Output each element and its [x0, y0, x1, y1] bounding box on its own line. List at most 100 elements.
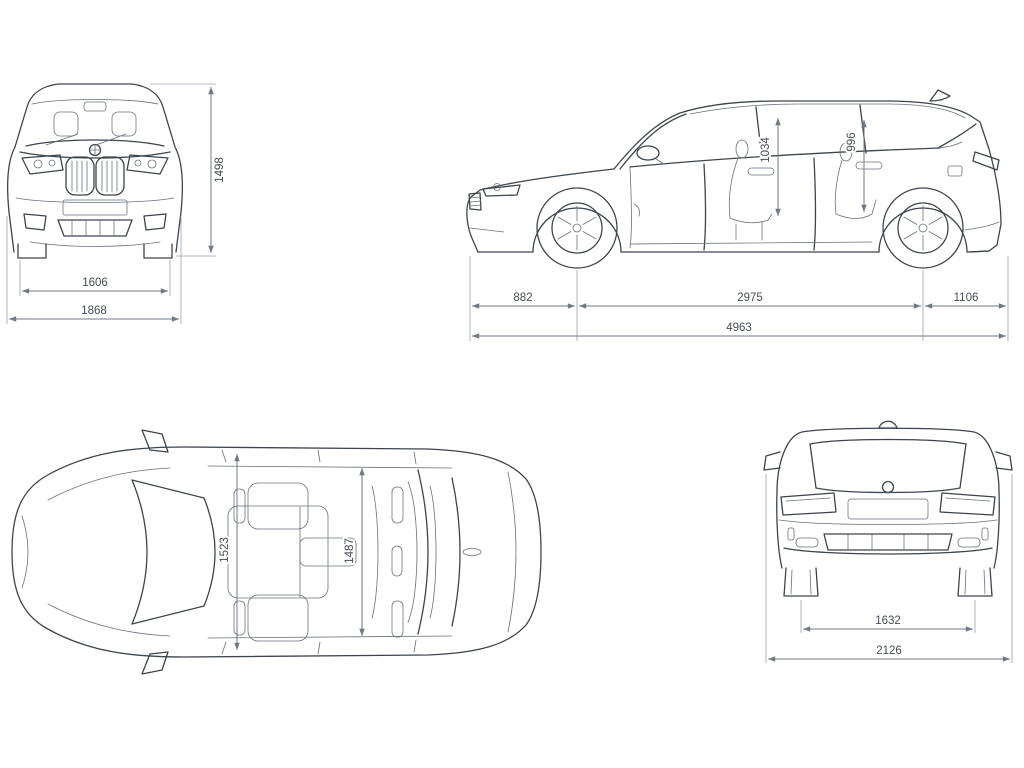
front-side-intake-left	[23, 213, 47, 231]
side-rear-door-height-dimension: 996	[844, 120, 867, 212]
rear-diffuser	[823, 533, 953, 551]
side-hood-roundel	[493, 183, 501, 191]
side-roof-inner-line	[689, 103, 966, 119]
rear-mirror-left	[763, 451, 781, 471]
front-grille-left-kidney	[65, 156, 95, 196]
rear-track-dimension: 1632	[800, 600, 976, 633]
front-license-plate	[62, 199, 128, 216]
side-front-rim	[551, 202, 603, 254]
rear-track-label: 1632	[875, 615, 901, 627]
side-fender-gill	[633, 203, 640, 217]
front-wheel-right	[143, 243, 173, 259]
side-front-door-height-label: 1034	[760, 137, 772, 163]
top-sunroof	[227, 505, 329, 599]
rear-mirror-right	[995, 451, 1013, 471]
rear-wheel-tread-lines	[790, 569, 986, 595]
side-front-door-handle	[747, 167, 775, 176]
side-front-tire	[536, 187, 618, 269]
top-nose-line	[21, 515, 29, 589]
side-car-drawing	[466, 89, 1002, 269]
top-rear-headrest-center	[391, 545, 403, 577]
side-quarter-window-line	[937, 141, 963, 149]
top-antenna-fin	[462, 548, 482, 556]
side-mirror	[636, 145, 660, 161]
top-rear-bench-front	[371, 485, 379, 619]
rear-view: 1632 2126	[763, 420, 1013, 663]
side-rocker-outline	[477, 207, 990, 253]
front-headrest-right	[111, 111, 137, 137]
side-a-pillar	[619, 113, 687, 170]
top-windshield-base	[131, 479, 148, 625]
front-headlight-right	[126, 154, 169, 175]
top-windshield-top	[203, 497, 216, 607]
rear-taillight-left	[780, 492, 837, 516]
side-front-seat	[728, 157, 773, 241]
rear-bmw-roundel	[881, 480, 895, 494]
side-length-dimensions: 882 2975 1106 4963	[469, 256, 1009, 341]
front-headlight-left-ring2	[48, 159, 56, 167]
rear-wheel-right	[957, 567, 993, 597]
top-door-seam-ticks	[221, 449, 417, 655]
front-hood-crease	[19, 151, 171, 159]
front-roof-inner-line	[31, 99, 159, 105]
rear-width-label: 2126	[876, 645, 902, 657]
top-cargo-line	[429, 485, 437, 619]
front-width-label: 1868	[81, 305, 107, 317]
side-rear-bumper-line	[964, 221, 1000, 231]
side-antenna-fin	[929, 89, 951, 102]
side-front-overhang-label: 882	[513, 292, 532, 304]
front-rearview-mirror	[83, 101, 107, 112]
front-car-drawing	[7, 83, 183, 259]
side-front-door-rear-seam	[703, 163, 707, 251]
side-rear-seat-headrest	[839, 142, 853, 162]
front-headrest-left	[53, 111, 79, 137]
top-roof-rail-lower	[207, 635, 453, 639]
front-track-label: 1606	[82, 277, 108, 289]
top-view: 1523 1487	[11, 429, 542, 675]
front-grille-slats	[71, 160, 118, 193]
side-rear-door-seam	[813, 157, 817, 251]
front-headlight-left	[21, 154, 64, 175]
side-rear-tire	[882, 187, 964, 269]
side-rear-rim	[897, 202, 949, 254]
rear-taillight-right-inner	[945, 497, 991, 502]
side-mirror-stem	[655, 158, 665, 165]
top-mirror-upper	[141, 429, 169, 453]
side-front-spokes	[557, 205, 597, 251]
top-tailgate-edge	[507, 471, 517, 633]
top-body-outline	[11, 446, 542, 658]
front-windshield-base	[25, 139, 165, 147]
front-height-dimension: 1498	[150, 83, 228, 257]
side-grille-slats	[469, 196, 482, 207]
rear-width-mirrors-dimension: 2126	[765, 474, 1013, 663]
front-headlight-left-ring	[33, 159, 43, 169]
top-front-seat-right	[247, 594, 309, 642]
front-track-dimension: 1606	[19, 260, 171, 296]
front-side-intake-right	[143, 213, 167, 231]
top-interior-width-rear-dimension: 1487	[342, 468, 365, 636]
rear-license-plate	[847, 498, 929, 520]
top-interior-width-rear-label: 1487	[344, 538, 356, 564]
front-splitter-line	[29, 241, 161, 247]
front-headlight-right-ring2	[134, 159, 142, 167]
top-car-drawing	[11, 429, 542, 675]
front-bumper-line	[15, 197, 175, 203]
top-a-pillar-lower	[131, 605, 205, 625]
rear-window	[809, 438, 967, 494]
front-view: 1498 1606 1868	[6, 83, 228, 324]
side-d-pillar	[937, 123, 977, 149]
top-interior-width-front-dimension: 1523	[217, 454, 240, 650]
top-interior-width-front-label: 1523	[219, 537, 231, 563]
top-mirror-lower	[141, 651, 169, 675]
top-rear-headrest-right	[391, 600, 404, 638]
top-center-console	[299, 537, 357, 567]
front-width-dimension: 1868	[6, 216, 182, 324]
rear-taillight-right	[939, 492, 996, 516]
front-intake-mesh	[71, 220, 115, 237]
rear-tailgate-seam	[778, 519, 998, 525]
front-roundel-cross	[89, 144, 101, 156]
rear-car-drawing	[763, 420, 1013, 597]
front-lower-intake	[57, 219, 133, 237]
